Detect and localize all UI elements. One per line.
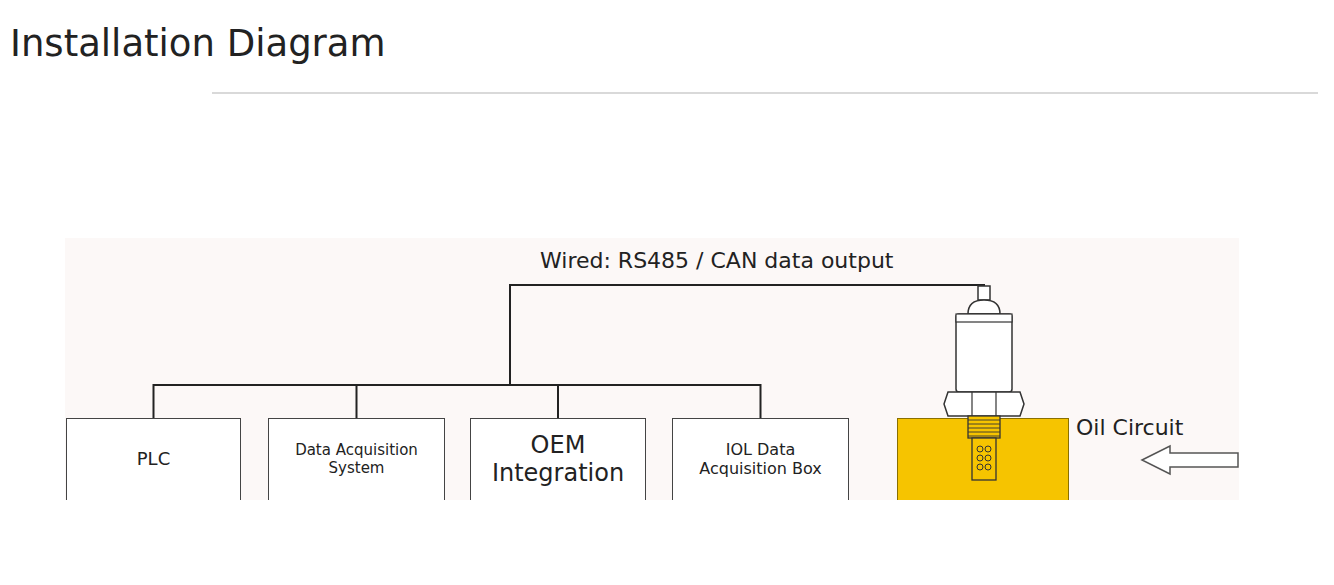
signal-wire [154,285,985,418]
thread-line [968,420,1000,421]
box-label: OEM Integration [478,432,638,487]
page-title: Installation Diagram [10,22,386,65]
probe-hole [985,455,991,461]
signal-wire [357,285,985,418]
sensor-plug [978,286,990,300]
sensor-body-band [956,314,1012,322]
probe-hole [977,455,983,461]
system-box: OEM Integration [470,418,646,500]
oil-circuit-block: Oil Circuit [897,418,1069,500]
box-label: IOL Data Acquisition Box [680,441,842,478]
thread-line [968,432,1000,433]
sensor-cap [968,300,1000,314]
system-box: IOL Data Acquisition Box [672,418,849,500]
probe-hole [977,446,983,452]
title-rule [212,92,1318,94]
signal-wire [510,285,984,418]
thread-line [968,424,1000,425]
thread-line [968,428,1000,429]
signal-wire [510,285,984,418]
oil-sensor [934,286,1034,486]
probe-hole [985,446,991,452]
system-box: PLC [66,418,241,500]
probe [972,438,996,480]
nut-edge [995,392,996,416]
probe-hole [977,464,983,470]
probe-hole [985,464,991,470]
sensor-body [956,314,1012,392]
circuit-label: Oil Circuit [1076,415,1183,440]
flow-arrow [1142,446,1238,474]
box-label: PLC [137,449,170,470]
signal-label: Wired: RS485 / CAN data output [540,248,893,273]
nut-edge [971,392,972,416]
hex-nut [944,392,1024,416]
system-box: Data Acquisition System [268,418,445,500]
thread [968,416,1000,438]
box-label: Data Acquisition System [271,442,443,477]
thread-line [968,436,1000,437]
